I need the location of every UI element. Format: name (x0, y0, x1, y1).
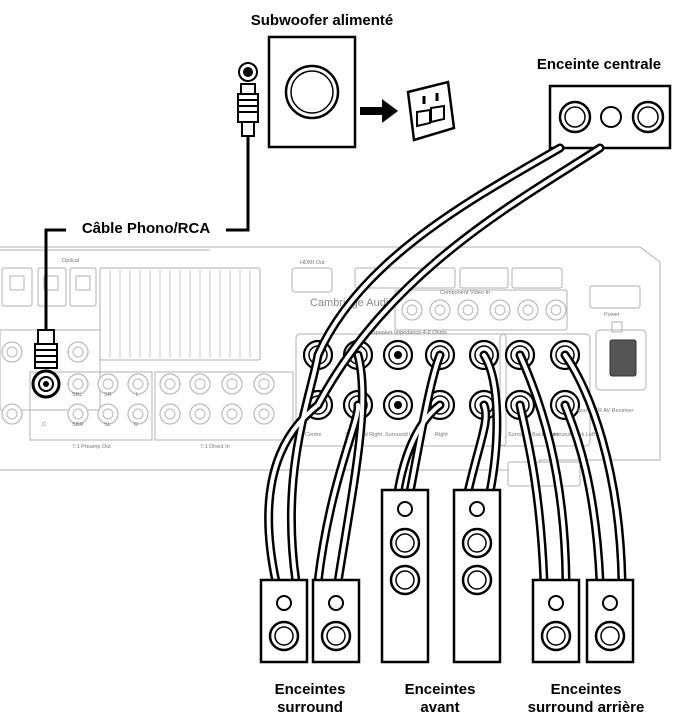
preamp-label-l: L (136, 392, 139, 398)
power-text: Power (604, 312, 620, 318)
subwoofer-label: Subwoofer alimenté (250, 12, 394, 29)
speaker-impedance-text: Speaker Impedance 4-8 Ohms (372, 330, 447, 336)
component-video-text: Component Video In (440, 290, 490, 296)
front-speaker-right (452, 488, 502, 664)
surround-label-line2: surround (277, 699, 343, 716)
rear-speaker-right (585, 578, 635, 664)
preamp-out-text: 7.1 Preamp Out (72, 444, 111, 450)
surround-label: Enceintes surround (256, 681, 364, 717)
cable-label: Câble Phono/RCA (66, 220, 226, 238)
rca-plug-subwoofer (237, 83, 259, 137)
preamp-label-r: R (134, 422, 138, 428)
optical-text: Optical (62, 258, 79, 264)
model-text: Azur 551R AV Receiver (576, 408, 634, 414)
center-speaker-label: Enceinte centrale (536, 56, 662, 73)
power-arrow (360, 99, 398, 123)
front-label: Enceintes avant (388, 681, 492, 717)
panel-text: Cambridge Audio Speaker Impedance 4-8 Oh… (42, 258, 634, 450)
preamp-label-c: C (42, 422, 46, 428)
rear-speaker-left (531, 578, 581, 664)
preamp-label-sr: SR (104, 392, 112, 398)
wall-outlet (406, 80, 456, 142)
hdmi-out-text: HDMI Out (300, 260, 325, 266)
terminal-label-centre: Centre (305, 432, 322, 438)
terminal-label-right: Right (435, 432, 448, 438)
front-label-line1: Enceintes (404, 681, 476, 698)
direct-in-text: 7.1 Direct In (200, 444, 230, 450)
terminal-label-surround-back-right: Surround Back Right (508, 432, 559, 438)
receiver-rear-panel (0, 246, 661, 487)
panel-jacks (1, 299, 567, 425)
rear-label: Enceintes surround arrière (514, 681, 658, 717)
front-label-line2: avant (420, 699, 460, 716)
surround-speaker-left (259, 578, 309, 664)
subwoofer (238, 35, 357, 149)
rear-label-line1: Enceintes (550, 681, 622, 698)
preamp-label-sbr: SBR (72, 422, 83, 428)
terminal-label-surround-left: Surround Left (385, 432, 419, 438)
rca-plug-receiver (31, 329, 61, 399)
surround-speaker-right (311, 578, 361, 664)
rear-label-line2: surround arrière (527, 699, 645, 716)
center-speaker (548, 84, 672, 150)
preamp-label-sl: SL (104, 422, 111, 428)
preamp-label-sbl: SBL (72, 392, 82, 398)
front-speaker-left (380, 488, 430, 664)
surround-label-line1: Enceintes (274, 681, 346, 698)
speaker-cables-inner (266, 146, 624, 584)
